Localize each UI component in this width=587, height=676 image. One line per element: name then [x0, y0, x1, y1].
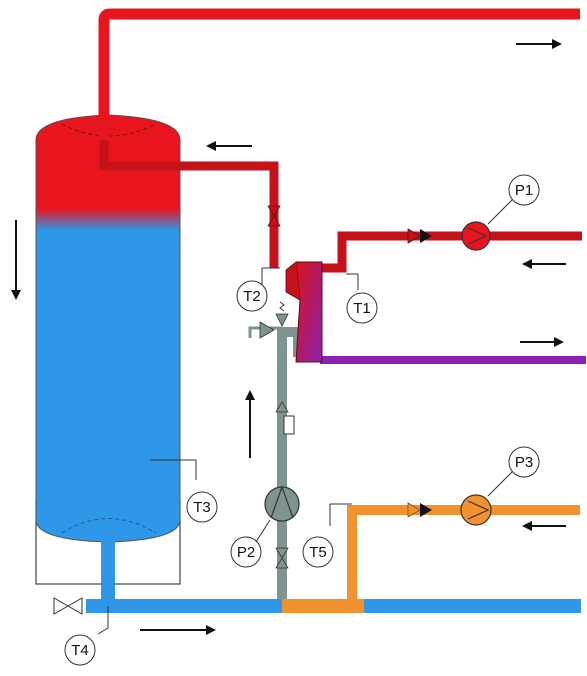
sensor-line-t1 [346, 273, 359, 290]
orange-return-pipe [347, 505, 580, 604]
pump-icon[interactable] [264, 485, 300, 522]
svg-text:P1: P1 [515, 182, 533, 199]
pump-icon[interactable] [461, 221, 491, 251]
pump-icon[interactable] [460, 494, 492, 526]
sensor-label-t2: T2 [236, 280, 268, 312]
tank-top-dome-line [61, 123, 157, 137]
svg-text:T5: T5 [309, 544, 327, 561]
svg-text:T1: T1 [353, 300, 371, 317]
svg-text:P3: P3 [515, 454, 533, 471]
safety-valve-icon[interactable] [259, 301, 289, 339]
safety-valve-branch [248, 326, 282, 338]
sensor-label-t3: T3 [186, 491, 218, 523]
sensor-line-t2 [261, 267, 280, 288]
sensor-line-t3 [150, 459, 197, 480]
hot-supply-pipe [98, 8, 580, 142]
tank-body [35, 114, 181, 543]
pump-label-p2: P2 [230, 519, 271, 568]
pump-label-p1: P1 [487, 174, 540, 225]
sensor-label-t1: T1 [346, 292, 378, 324]
check-valve-icon[interactable] [407, 502, 432, 518]
svg-text:P2: P2 [237, 544, 255, 561]
sensor-line-t4 [97, 606, 109, 635]
sensor-label-t4: T4 [64, 634, 96, 666]
storage-tank [35, 114, 181, 585]
valve-icon[interactable] [275, 547, 289, 569]
valve-icon[interactable] [267, 205, 281, 227]
pump-label-p3: P3 [487, 446, 540, 497]
svg-text:T2: T2 [243, 288, 261, 305]
check-valve-icon[interactable] [275, 401, 295, 435]
tank-bottom-dome-line [61, 518, 157, 534]
cold-pipe-right [364, 599, 581, 613]
drain-valve-icon[interactable] [53, 597, 83, 615]
cold-pipe-mixing [282, 599, 364, 613]
check-valve-icon[interactable] [407, 228, 432, 244]
sensor-label-t5: T5 [302, 536, 334, 568]
svg-text:T4: T4 [71, 642, 89, 659]
sensor-line-t5 [329, 503, 352, 526]
svg-text:T3: T3 [193, 499, 211, 516]
heat-exchanger [285, 261, 323, 363]
tank-drain-pipe [101, 540, 115, 606]
cold-pipe-left [86, 599, 282, 613]
